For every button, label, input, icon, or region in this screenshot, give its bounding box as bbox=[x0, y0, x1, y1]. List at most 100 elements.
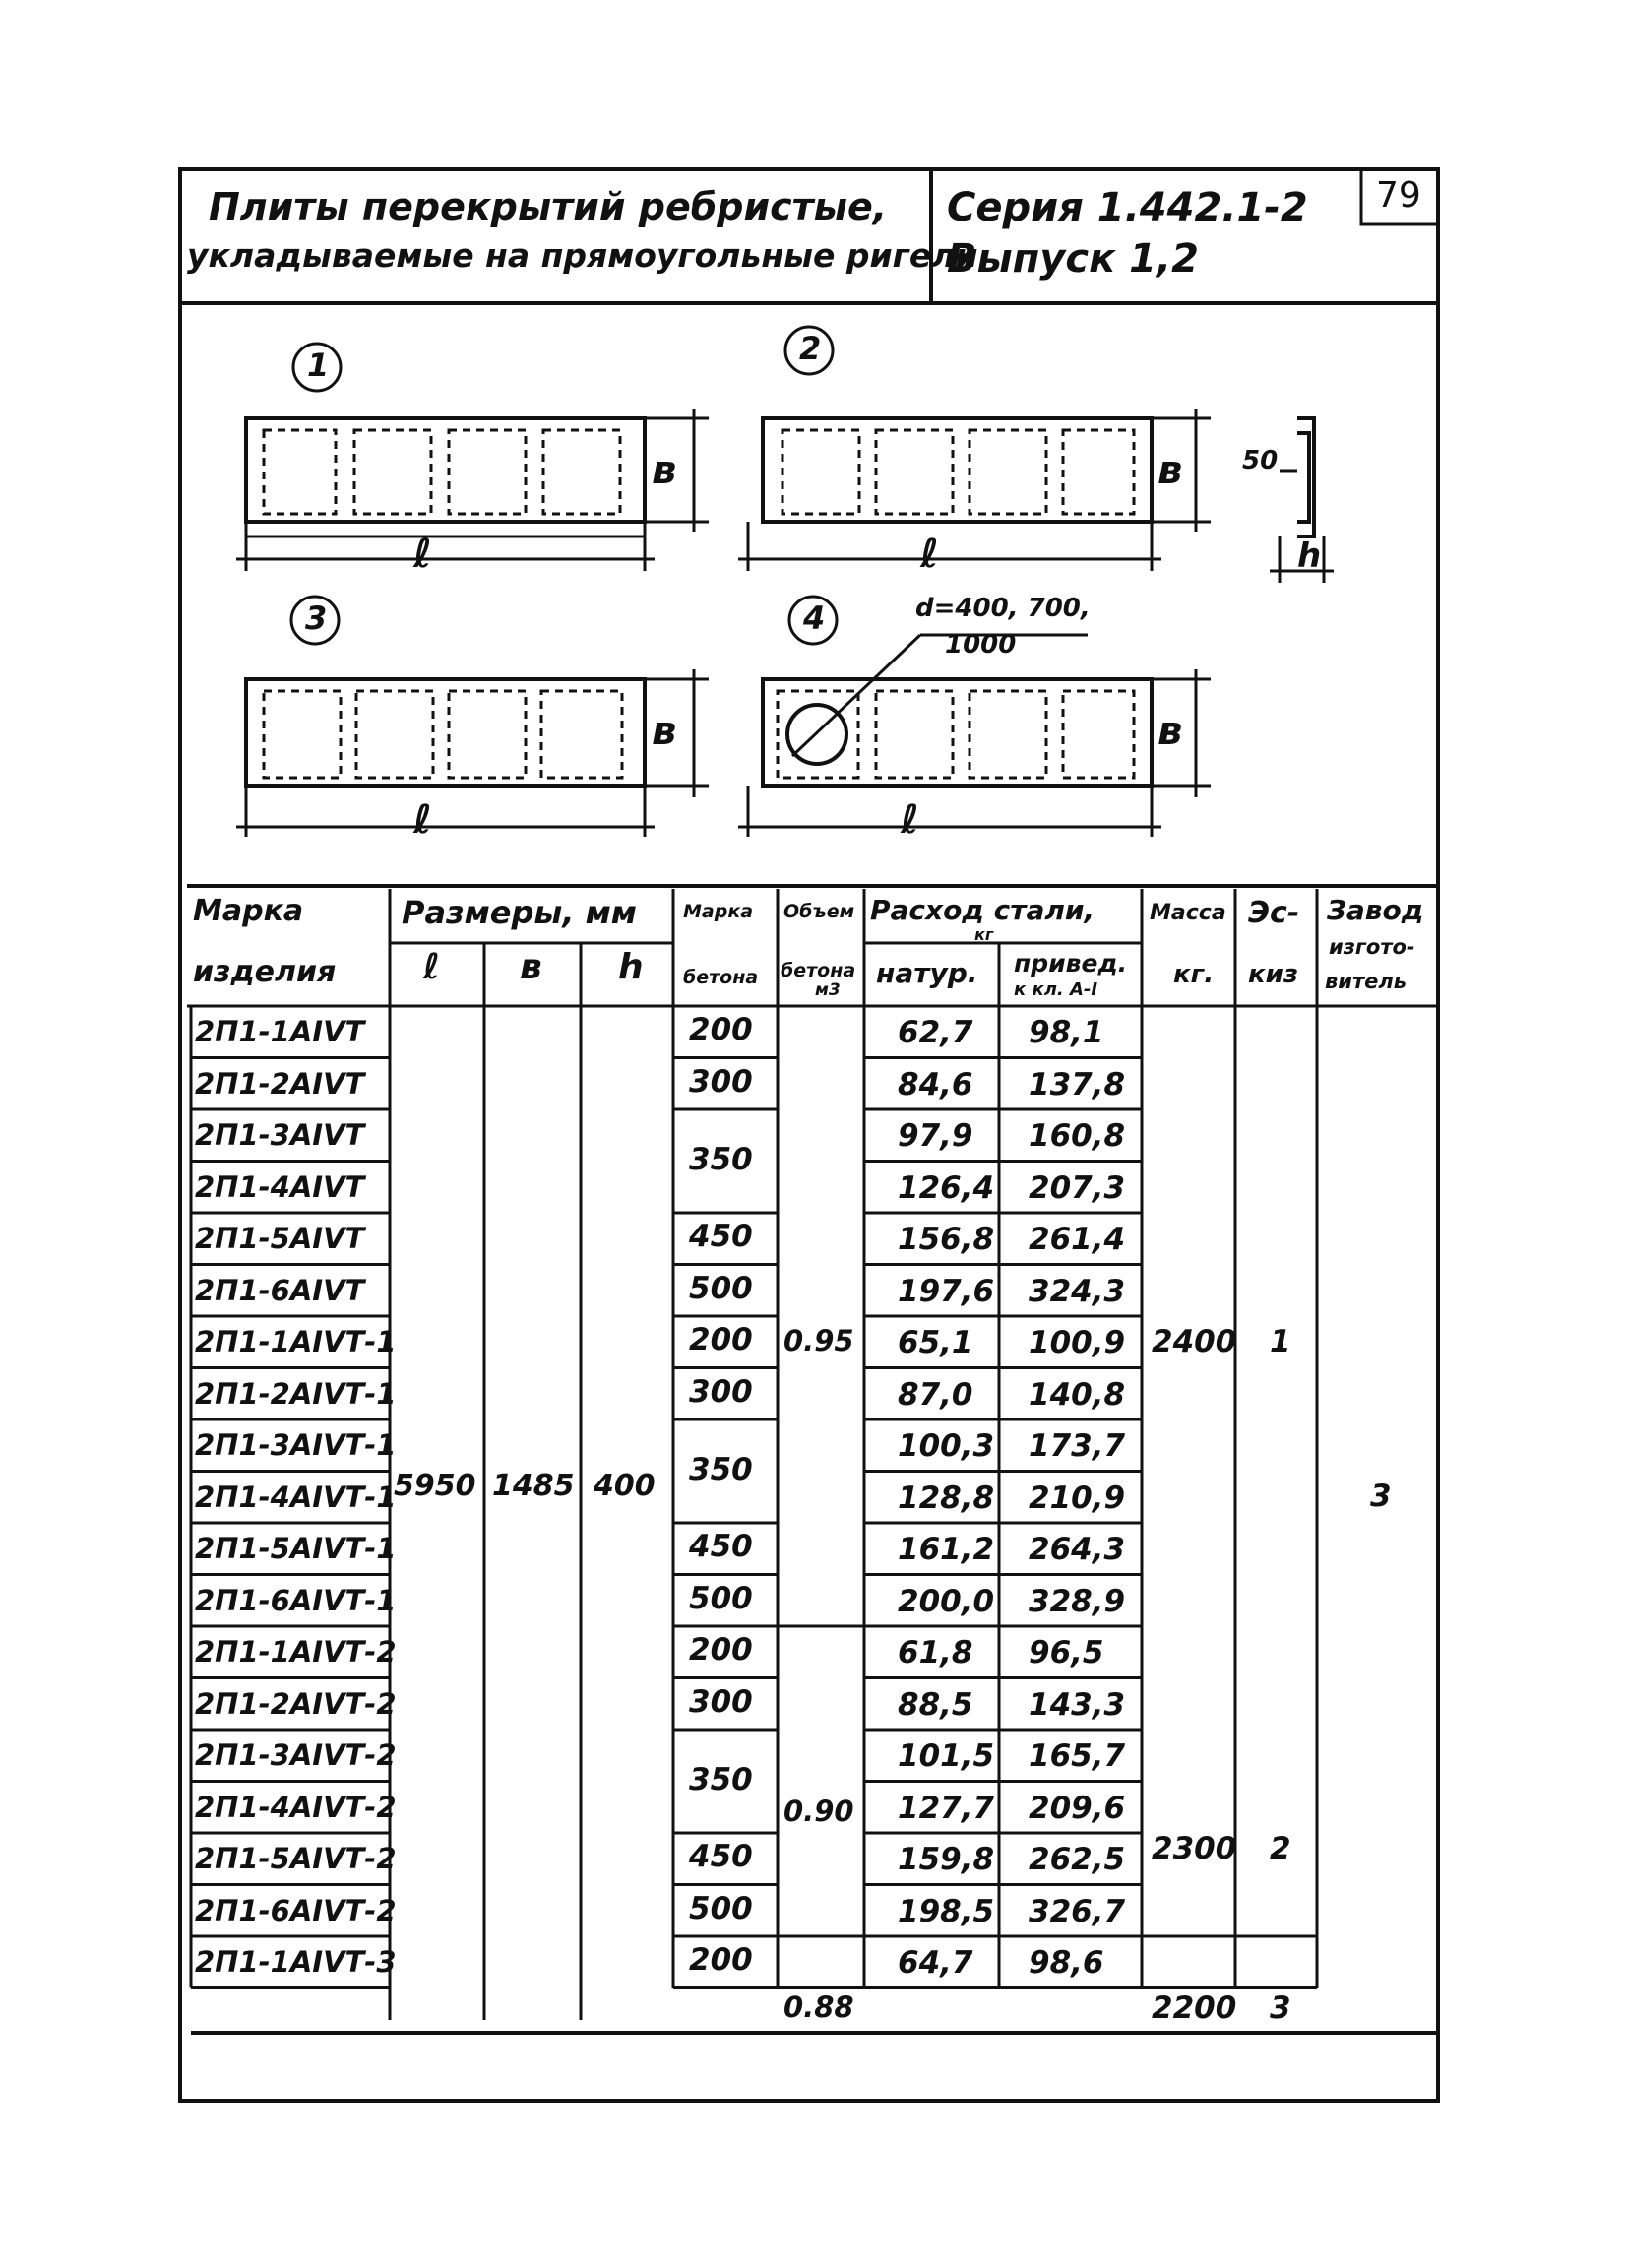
mark-cell: 2П1-3АIVТ-2 bbox=[195, 1738, 397, 1772]
series-label: Серия 1.442.1-2 bbox=[947, 185, 1308, 230]
steel-actual-cell: 161,2 bbox=[898, 1532, 995, 1567]
mark-cell: 2П1-3АIVТ bbox=[195, 1118, 365, 1152]
concrete-grade-cell: 300 bbox=[689, 1063, 753, 1100]
hole-diameter-line-2: 1000 bbox=[945, 630, 1017, 660]
col-volume-unit: м3 bbox=[815, 980, 841, 1000]
col-sketch-header-1: Эс- bbox=[1248, 896, 1300, 930]
steel-actual-cell: 127,7 bbox=[898, 1790, 995, 1826]
col-steel-header: Расход стали, bbox=[870, 894, 1095, 926]
sketch1-width-label: в bbox=[652, 448, 677, 493]
steel-reduced-cell: 324,3 bbox=[1029, 1273, 1126, 1309]
mark-cell: 2П1-2АIVТ bbox=[195, 1066, 365, 1101]
steel-reduced-cell: 98,1 bbox=[1029, 1015, 1104, 1050]
sketch2-length-label: ℓ bbox=[920, 532, 939, 577]
mark-cell: 2П1-1АIVТ bbox=[195, 1015, 365, 1048]
steel-actual-cell: 200,0 bbox=[898, 1583, 995, 1619]
col-sizes-header: Размеры, мм bbox=[402, 894, 637, 931]
col-mark-header-2: изделия bbox=[193, 955, 337, 989]
col-plant-header-3: витель bbox=[1325, 970, 1408, 993]
steel-reduced-cell: 262,5 bbox=[1029, 1842, 1126, 1877]
steel-reduced-cell: 96,5 bbox=[1029, 1635, 1104, 1670]
steel-reduced-cell: 209,6 bbox=[1029, 1790, 1126, 1826]
hole-diameter-line-1: d=400, 700, bbox=[915, 594, 1091, 623]
col-steel-unit: кг bbox=[974, 925, 994, 944]
mark-cell: 2П1-4АIVТ bbox=[195, 1169, 365, 1204]
steel-reduced-cell: 98,6 bbox=[1029, 1945, 1104, 1981]
mass-group-2: 2300 bbox=[1152, 1831, 1237, 1866]
page-number: 79 bbox=[1376, 175, 1421, 216]
mark-cell: 2П1-3АIVТ-1 bbox=[195, 1428, 397, 1462]
steel-actual-cell: 100,3 bbox=[898, 1428, 995, 1464]
steel-reduced-cell: 165,7 bbox=[1029, 1738, 1126, 1774]
issue-label: Выпуск 1,2 bbox=[947, 236, 1200, 282]
col-h-header: h bbox=[618, 947, 644, 987]
volume-group-2: 0.90 bbox=[783, 1795, 854, 1828]
steel-reduced-cell: 207,3 bbox=[1029, 1169, 1126, 1206]
mark-cell: 2П1-5АIVТ-2 bbox=[195, 1842, 397, 1875]
mark-cell: 2П1-6АIVТ-1 bbox=[195, 1583, 397, 1617]
sketch-group-3: 3 bbox=[1270, 1990, 1291, 2026]
merged-length-value: 5950 bbox=[394, 1469, 476, 1503]
steel-actual-cell: 198,5 bbox=[898, 1893, 995, 1929]
col-plant-header-2: изгото- bbox=[1329, 935, 1415, 959]
steel-reduced-cell: 160,8 bbox=[1029, 1118, 1126, 1154]
steel-actual-cell: 64,7 bbox=[898, 1945, 973, 1981]
steel-reduced-cell: 137,8 bbox=[1029, 1066, 1126, 1102]
concrete-grade-cell: 300 bbox=[689, 1373, 753, 1410]
title-line-1: Плиты перекрытий ребристые, bbox=[209, 185, 888, 228]
mark-cell: 2П1-1АIVТ-2 bbox=[195, 1635, 397, 1669]
concrete-grade-cell: 450 bbox=[689, 1839, 753, 1875]
volume-group-3: 0.88 bbox=[783, 1990, 854, 2024]
steel-reduced-cell: 328,9 bbox=[1029, 1583, 1126, 1619]
concrete-grade-cell: 350 bbox=[689, 1761, 753, 1797]
col-grade-header-2: бетона bbox=[683, 967, 759, 988]
mass-group-3: 2200 bbox=[1152, 1990, 1237, 2026]
steel-actual-cell: 159,8 bbox=[898, 1842, 995, 1877]
steel-reduced-cell: 100,9 bbox=[1029, 1325, 1126, 1360]
sketch-number-4: 4 bbox=[803, 599, 826, 637]
title-line-2: укладываемые на прямоугольные ригели bbox=[187, 236, 978, 275]
steel-actual-cell: 61,8 bbox=[898, 1635, 973, 1670]
col-mass-header-2: кг. bbox=[1173, 960, 1215, 989]
mark-cell: 2П1-4АIVТ-1 bbox=[195, 1480, 397, 1514]
concrete-grade-cell: 200 bbox=[689, 1012, 753, 1048]
steel-actual-cell: 62,7 bbox=[898, 1015, 973, 1050]
mark-cell: 2П1-5АIVТ bbox=[195, 1222, 365, 1255]
steel-actual-cell: 65,1 bbox=[898, 1325, 973, 1360]
col-grade-header-1: Марка bbox=[683, 901, 754, 922]
mark-cell: 2П1-6АIVТ-2 bbox=[195, 1893, 397, 1927]
concrete-grade-cell: 500 bbox=[689, 1270, 753, 1306]
merged-width-value: 1485 bbox=[492, 1469, 575, 1503]
sketch3-width-label: в bbox=[652, 709, 677, 754]
sketch-group-2: 2 bbox=[1270, 1831, 1291, 1866]
steel-actual-cell: 156,8 bbox=[898, 1222, 995, 1257]
sketch1-length-label: ℓ bbox=[413, 532, 432, 577]
concrete-grade-cell: 500 bbox=[689, 1890, 753, 1926]
steel-reduced-cell: 140,8 bbox=[1029, 1376, 1126, 1413]
mark-cell: 2П1-1АIVТ-3 bbox=[195, 1945, 397, 1979]
steel-actual-cell: 101,5 bbox=[898, 1738, 995, 1774]
mass-group-1: 2400 bbox=[1152, 1324, 1237, 1359]
steel-actual-cell: 88,5 bbox=[898, 1686, 973, 1723]
mark-cell: 2П1-6АIVТ bbox=[195, 1273, 365, 1307]
section-dim-50: 50 bbox=[1242, 446, 1279, 475]
concrete-grade-cell: 200 bbox=[689, 1632, 753, 1669]
plant-value: 3 bbox=[1370, 1479, 1392, 1514]
sketch3-length-label: ℓ bbox=[413, 797, 432, 843]
col-volume-header-2: бетона bbox=[781, 960, 856, 981]
mark-cell: 2П1-1АIVТ-1 bbox=[195, 1325, 397, 1358]
sketch-number-2: 2 bbox=[799, 330, 822, 367]
col-sketch-header-2: киз bbox=[1248, 960, 1298, 989]
sketch-group-1: 1 bbox=[1270, 1324, 1291, 1359]
col-volume-header-1: Объем bbox=[783, 901, 855, 922]
mark-cell: 2П1-5АIVТ-1 bbox=[195, 1532, 397, 1565]
mark-cell: 2П1-4АIVТ-2 bbox=[195, 1790, 397, 1824]
col-mass-header-1: Масса bbox=[1150, 901, 1226, 925]
volume-group-1: 0.95 bbox=[783, 1324, 854, 1357]
concrete-grade-cell: 500 bbox=[689, 1580, 753, 1616]
concrete-grade-cell: 300 bbox=[689, 1683, 753, 1720]
concrete-grade-cell: 350 bbox=[689, 1451, 753, 1487]
col-steel-actual-header: натур. bbox=[876, 957, 978, 989]
